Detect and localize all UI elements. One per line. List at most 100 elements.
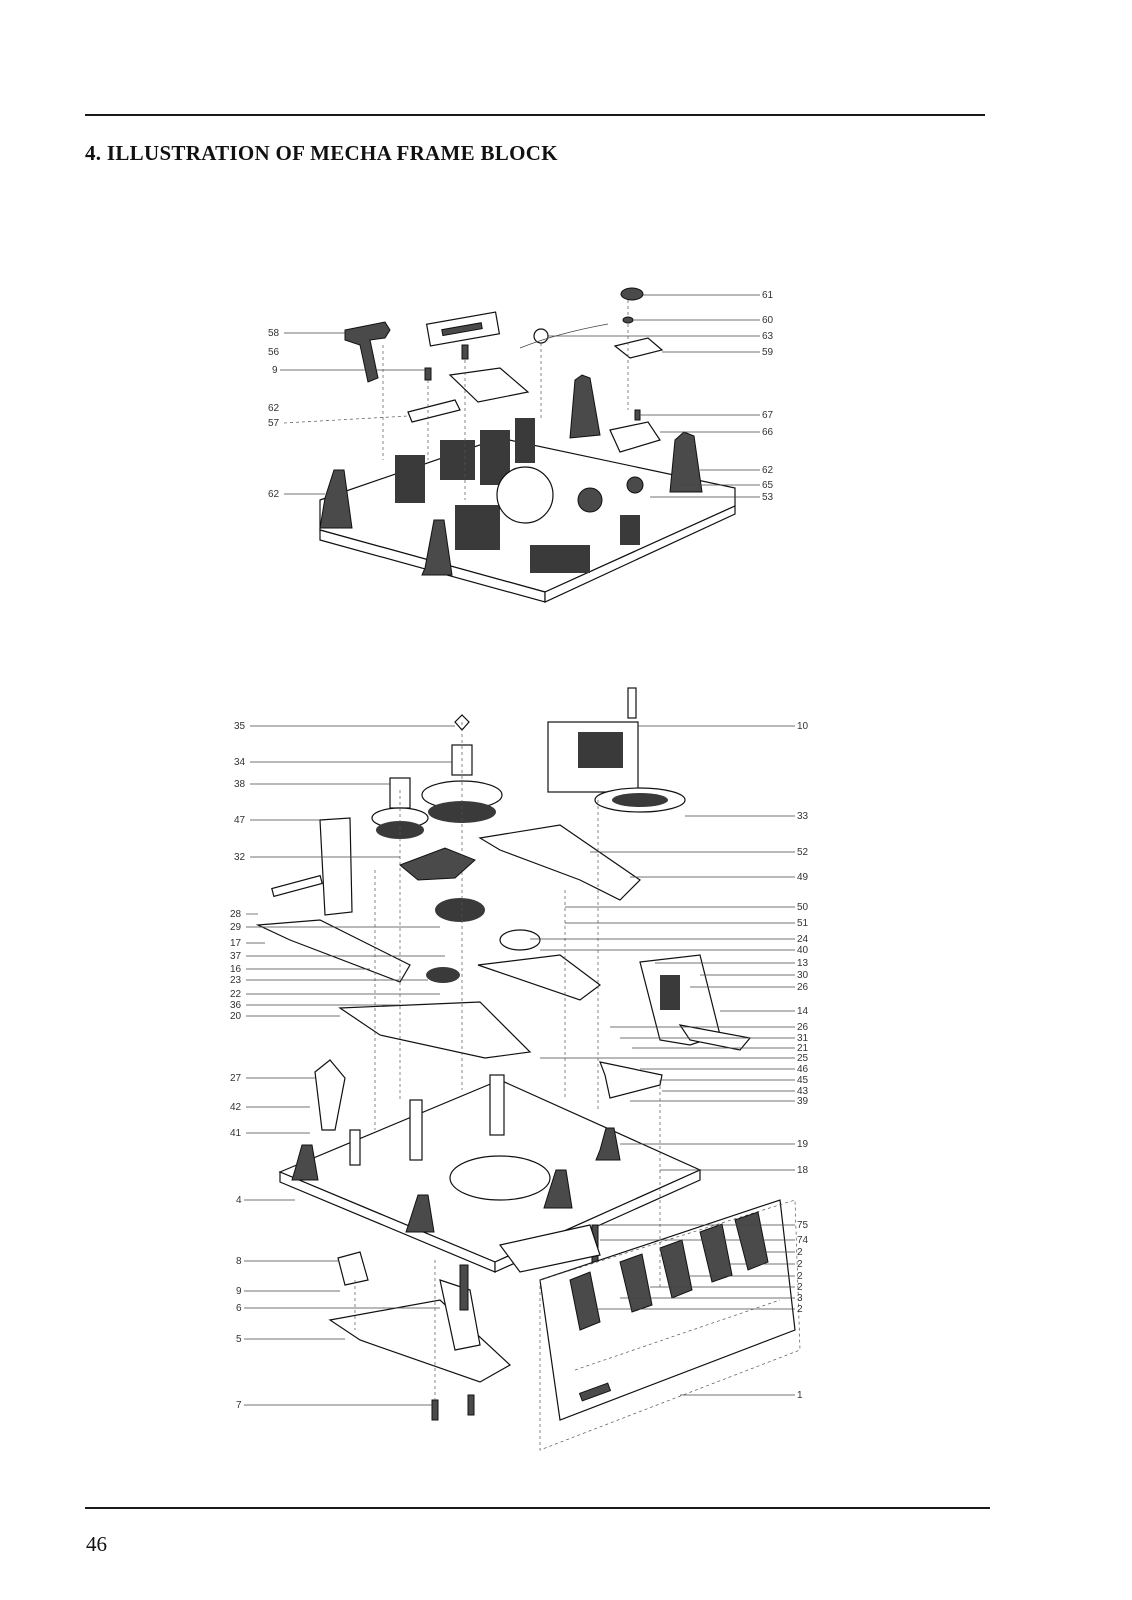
plate-59 (613, 337, 664, 359)
callout-65: 65 (762, 480, 774, 491)
upper-block-5 (455, 505, 500, 550)
callout-13: 13 (797, 958, 809, 969)
callout-61: 61 (762, 290, 774, 301)
callout-66: 66 (762, 427, 774, 438)
callout-53: 53 (762, 492, 774, 503)
callout-30: 30 (797, 970, 809, 981)
upper-post-left (319, 469, 353, 529)
callout-56: 56 (268, 347, 280, 358)
callout-63: 63 (762, 331, 774, 342)
upper-block-4 (515, 418, 535, 463)
callout-62-b: 62 (268, 489, 280, 500)
bracket-47 (319, 817, 353, 916)
callout-67: 67 (762, 410, 774, 421)
callout-35: 35 (234, 721, 246, 732)
callout-23: 23 (230, 975, 242, 986)
slider-plate-28 (255, 919, 411, 983)
callout-34: 34 (234, 757, 246, 768)
callout-9: 9 (272, 365, 278, 376)
callout-42: 42 (230, 1102, 242, 1113)
upper-reel-circle (496, 466, 554, 524)
callout-32: 32 (234, 852, 246, 863)
callout-2-e: 2 (797, 1304, 803, 1315)
callout-20: 20 (230, 1011, 242, 1022)
bracket-32 (399, 847, 476, 881)
callout-22: 22 (230, 989, 242, 1000)
callout-19: 19 (797, 1139, 809, 1150)
callout-4: 4 (236, 1195, 242, 1206)
arm-66 (609, 421, 661, 453)
slider-plate-49 (478, 824, 641, 901)
upper-block-1 (395, 455, 425, 503)
screw-7-a (431, 1399, 439, 1421)
upper-post-rear (569, 374, 601, 439)
reel-gear-left (371, 777, 429, 839)
lower-plate-5 (328, 1299, 512, 1383)
callout-25: 25 (797, 1053, 809, 1064)
callout-41: 41 (230, 1128, 242, 1139)
callout-2-b: 2 (797, 1259, 803, 1270)
callout-51: 51 (797, 918, 809, 929)
callout-6: 6 (236, 1303, 242, 1314)
bracket-75 (498, 1224, 601, 1273)
callout-74: 74 (797, 1235, 809, 1246)
lever-part (344, 321, 391, 383)
callout-8: 8 (236, 1256, 242, 1267)
callout-58: 58 (268, 328, 280, 339)
gear-29 (435, 898, 485, 922)
page-number: 46 (86, 1532, 107, 1556)
callout-28: 28 (230, 909, 242, 920)
page-title: 4. ILLUSTRATION OF MECHA FRAME BLOCK (85, 141, 558, 165)
callout-36: 36 (230, 1000, 242, 1011)
callout-24: 24 (797, 934, 809, 945)
upper-left-callouts: 58 56 9 62 57 62 (268, 328, 425, 500)
callout-45: 45 (797, 1075, 809, 1086)
callout-18: 18 (797, 1165, 809, 1176)
switch-assembly-13 (639, 954, 752, 1051)
callout-14: 14 (797, 1006, 809, 1017)
callout-46: 46 (797, 1064, 809, 1075)
upper-assembly: 58 56 9 62 57 62 61 60 63 59 67 66 6 (268, 287, 774, 603)
callout-49: 49 (797, 872, 809, 883)
motor-block-10 (547, 687, 686, 813)
callout-2-c: 2 (797, 1271, 803, 1282)
callout-21: 21 (797, 1043, 809, 1054)
callout-59: 59 (762, 347, 774, 358)
upper-block-6 (530, 545, 590, 573)
callout-33: 33 (797, 811, 809, 822)
callout-38: 38 (234, 779, 246, 790)
callout-62-c: 62 (762, 465, 774, 476)
top-rule (85, 114, 985, 116)
upper-right-callouts: 61 60 63 59 67 66 62 65 53 (548, 290, 774, 503)
gear-23 (426, 967, 460, 983)
upper-post-front (421, 519, 453, 576)
callout-60: 60 (762, 315, 774, 326)
callout-31: 31 (797, 1033, 809, 1044)
callout-29: 29 (230, 922, 242, 933)
callout-2-a: 2 (797, 1247, 803, 1258)
washer (533, 328, 549, 344)
part-8 (337, 1251, 369, 1286)
callout-2-d: 2 (797, 1282, 803, 1293)
callout-50: 50 (797, 902, 809, 913)
callout-7: 7 (236, 1400, 242, 1411)
callout-27: 27 (230, 1073, 242, 1084)
callout-10: 10 (797, 721, 809, 732)
upper-post-right (669, 431, 703, 493)
bottom-rule (85, 1507, 990, 1509)
upper-block-7 (620, 515, 640, 545)
slider-plate-24 (477, 954, 601, 1001)
lower-left-callouts: 35 34 38 47 32 28 29 17 37 16 23 22 36 (230, 721, 455, 1411)
button-block (539, 1199, 801, 1451)
callout-26-b: 26 (797, 1022, 809, 1033)
lower-right-callouts: 10 33 52 49 50 51 24 40 13 30 26 14 26 (530, 721, 809, 1401)
upper-block-2 (440, 440, 475, 480)
callout-9-lower: 9 (236, 1286, 242, 1297)
callout-40: 40 (797, 945, 809, 956)
callout-43: 43 (797, 1086, 809, 1097)
callout-62-a: 62 (268, 403, 280, 414)
callout-26-a: 26 (797, 982, 809, 993)
cap-61 (620, 287, 644, 301)
callout-1: 1 (797, 1390, 803, 1401)
